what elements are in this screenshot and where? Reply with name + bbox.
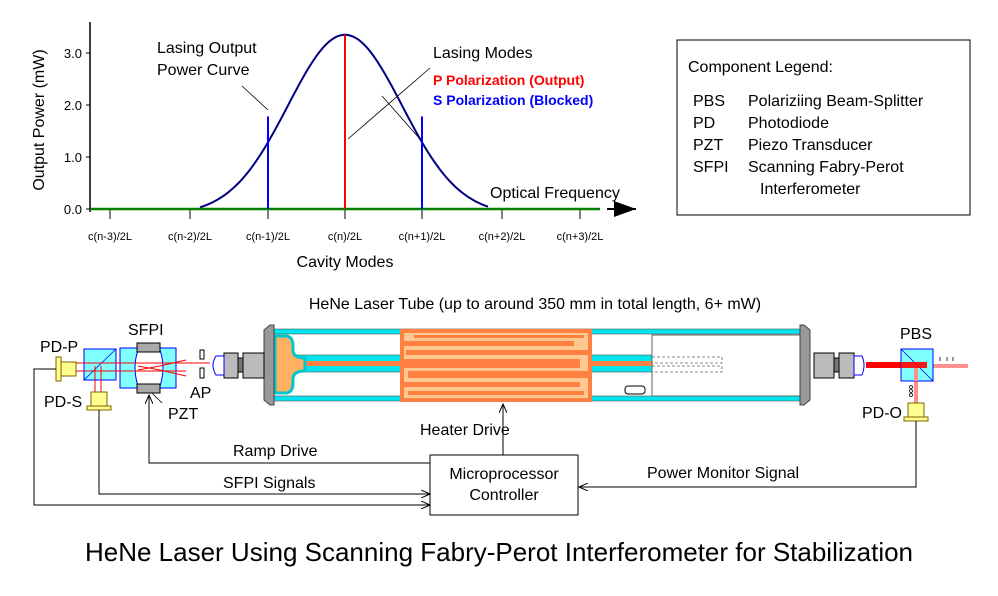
x-tick-label: c(n-3)/2L	[88, 231, 132, 243]
legend-abbr: SFPI	[693, 159, 729, 176]
pd-p-photodiode	[59, 361, 77, 377]
legend-abbr: PD	[693, 115, 715, 132]
output-mirror-mount	[813, 352, 865, 379]
optical-frequency-label: Optical Frequency	[490, 185, 620, 202]
laser-tube	[263, 324, 811, 406]
legend-desc: Scanning Fabry-Perot	[748, 159, 904, 176]
cathode-bell	[273, 334, 307, 395]
curve-pointer	[241, 85, 269, 111]
pd-s-photodiode	[90, 391, 108, 407]
x-tick-label: c(n+3)/2L	[557, 231, 604, 243]
legend-p-polarization: P Polarization (Output)	[433, 72, 584, 88]
legend-abbr: PZT	[693, 137, 723, 154]
y-tick-label: 2.0	[64, 98, 82, 113]
output-beam	[866, 362, 906, 368]
rear-mirror-mount	[212, 352, 265, 379]
ramp-drive-label: Ramp Drive	[233, 443, 318, 460]
legend-desc: Polariziing Beam-Splitter	[748, 93, 924, 110]
aperture-bottom	[199, 367, 205, 379]
legend-abbr: PBS	[693, 93, 725, 110]
ap-label: AP	[190, 385, 211, 402]
aperture-top	[199, 349, 205, 360]
legend-desc: Photodiode	[748, 115, 829, 132]
x-tick-label: c(n-2)/2L	[168, 231, 212, 243]
heater-drive-label: Heater Drive	[420, 422, 510, 439]
ramp-drive-wire	[149, 395, 430, 464]
pd-p-label: PD-P	[40, 339, 78, 356]
signal-wires	[33, 368, 917, 505]
pd-s-label: PD-S	[44, 394, 82, 411]
pzt-top	[136, 342, 161, 353]
component-legend-title: Component Legend:	[688, 59, 833, 76]
pzt-bottom	[136, 383, 161, 394]
page-title: HeNe Laser Using Scanning Fabry-Perot In…	[85, 537, 913, 567]
curve-label-line1: Lasing Output	[157, 40, 257, 57]
pbs-label: PBS	[900, 326, 932, 343]
power-monitor-label: Power Monitor Signal	[647, 465, 799, 482]
x-axis-label: Cavity Modes	[297, 254, 394, 271]
sfpi-label: SFPI	[128, 322, 164, 339]
pzt-label: PZT	[168, 406, 198, 423]
x-tick-label: c(n)/2L	[328, 231, 362, 243]
tube-label: HeNe Laser Tube (up to around 350 mm in …	[309, 296, 761, 313]
sfpi-beams	[75, 359, 210, 392]
legend-desc: Piezo Transducer	[748, 137, 873, 154]
controller-label-line1: Microprocessor	[449, 466, 559, 483]
power-monitor-wire	[579, 421, 917, 487]
power-chart: 0.0 1.0 2.0 3.0 Output Power (mW) c(n-3)/2L…	[31, 22, 636, 271]
modes-label: Lasing Modes	[433, 45, 533, 62]
sfpi-signals-wire	[98, 410, 430, 494]
legend-desc: Interferometer	[760, 181, 861, 198]
curve-label-line2: Power Curve	[157, 62, 250, 79]
y-tick-label: 1.0	[64, 150, 82, 165]
pd-p-wire	[33, 368, 430, 505]
microprocessor-controller	[429, 454, 579, 516]
sfpi-signals-label: SFPI Signals	[223, 475, 315, 492]
pd-o-label: PD-O	[862, 405, 902, 422]
right-end-cap	[799, 324, 811, 406]
modes-pointer-s	[381, 95, 421, 140]
left-end-cap	[263, 324, 275, 406]
x-tick-label: c(n+2)/2L	[479, 231, 526, 243]
x-tick-label: c(n-1)/2L	[246, 231, 290, 243]
component-legend: Component Legend: PBS Polariziing Beam-S…	[676, 39, 971, 216]
pd-o-photodiode	[907, 402, 925, 418]
controller-label-line2: Controller	[469, 487, 539, 504]
y-axis-label: Output Power (mW)	[31, 49, 48, 190]
y-tick-label: 0.0	[64, 202, 82, 217]
legend-s-polarization: S Polarization (Blocked)	[433, 92, 593, 108]
x-tick-label: c(n+1)/2L	[399, 231, 446, 243]
cathode-can	[651, 334, 801, 397]
y-tick-label: 3.0	[64, 46, 82, 61]
